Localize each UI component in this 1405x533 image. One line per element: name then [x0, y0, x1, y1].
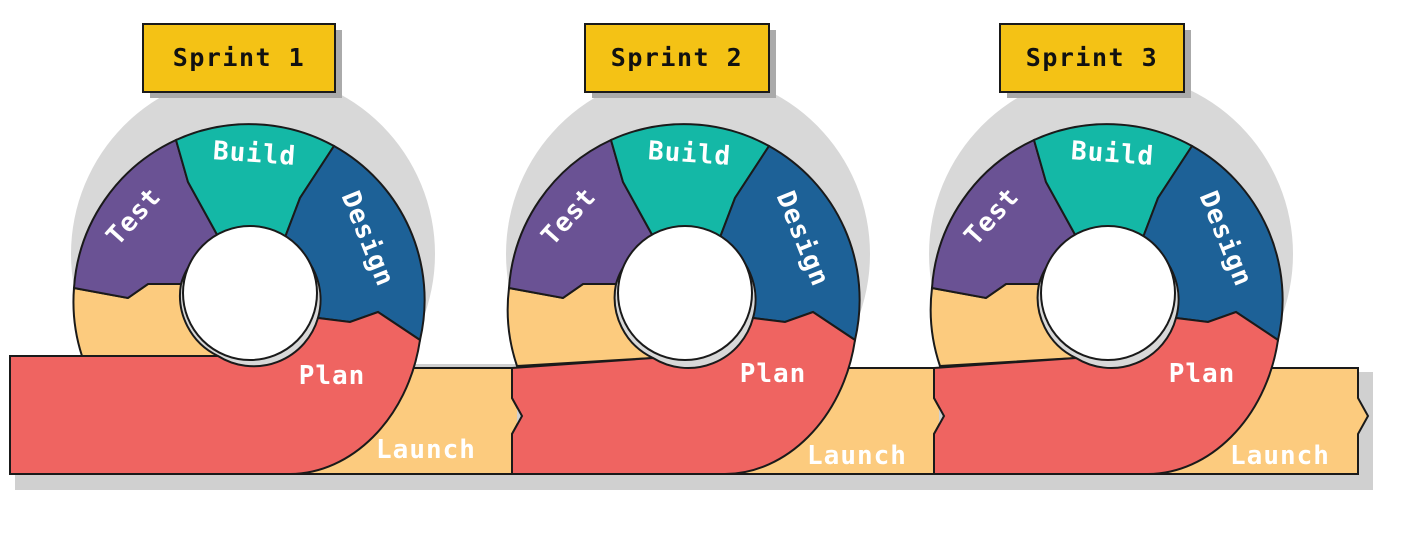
- sprint-1-wheel-hole: [182, 225, 318, 361]
- sprint-1-title: Sprint 1: [173, 43, 305, 72]
- sprint-2-label-plan: Plan: [740, 359, 807, 389]
- sprint-1-label-launch: Launch: [376, 435, 476, 465]
- sprint-3-segment-plan: [933, 310, 1280, 475]
- sprint-2-segment-plan: [511, 310, 857, 475]
- sprint-3-group: Build Test Design Plan Launch Sprint 3: [929, 23, 1373, 490]
- sprint-2-label-build: Build: [647, 136, 732, 172]
- sprint-1-label-plan: Plan: [299, 361, 366, 391]
- sprint-1-segment-launch-wedge: [72, 283, 219, 357]
- sprint-2-group: Build Test Design Plan Launch Sprint 2: [506, 23, 949, 490]
- sprint-3-label-plan: Plan: [1169, 359, 1236, 389]
- sprint-1-box: [142, 23, 336, 93]
- sprint-2-label-launch: Launch: [807, 441, 907, 471]
- sprint-2-wheel-hole: [617, 225, 753, 361]
- sprint-3-wheel-hole: [1040, 225, 1176, 361]
- sprint-2-segment-launch-wedge: [506, 283, 654, 368]
- sprint-3-segment-launch-wedge: [929, 283, 1077, 368]
- sprint-1-label-build: Build: [212, 136, 297, 172]
- sprint-3-label-build: Build: [1070, 136, 1155, 172]
- sprint-1-group: Build Test Design Plan Launch Sprint 1: [9, 23, 527, 490]
- sprint-2-box: [584, 23, 770, 93]
- sprint-3-title: Sprint 3: [1026, 43, 1158, 72]
- sprint-2-title: Sprint 2: [611, 43, 743, 72]
- sprint-3-box: [999, 23, 1185, 93]
- sprint-1-segment-plan: [9, 310, 422, 475]
- sprint-3-label-launch: Launch: [1230, 441, 1330, 471]
